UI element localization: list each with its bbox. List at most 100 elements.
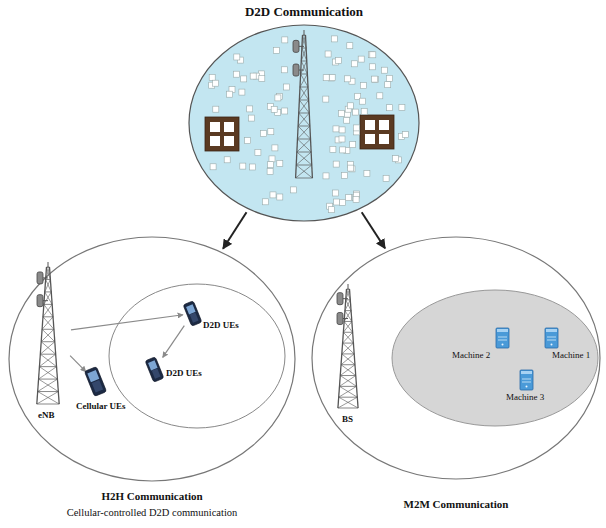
phone-body (84, 367, 106, 397)
tower-brace (37, 404, 59, 405)
node-label: Machine 1 (552, 350, 590, 361)
tower-brace (345, 310, 351, 311)
tower-brace (37, 392, 59, 404)
region-ellipse: M2M CommunicationBSMachine 2Machine 1Mac… (311, 236, 601, 480)
phone-icon (148, 358, 161, 381)
building (360, 115, 394, 149)
tower-brace (38, 391, 59, 392)
device-square (334, 199, 340, 205)
region-ellipse: D2D Communication (188, 24, 420, 222)
tower-brace (39, 367, 57, 379)
device-square (358, 56, 364, 62)
server-slot (498, 340, 507, 341)
caption: M2M Communication (311, 498, 601, 511)
device-square (387, 75, 393, 81)
device-square (284, 84, 290, 90)
tower-brace (45, 291, 52, 292)
device-square (353, 109, 359, 115)
antenna-arm (343, 318, 348, 319)
antenna (37, 295, 43, 307)
window (210, 136, 220, 146)
device-square (323, 173, 329, 179)
machine: Machine 3 (506, 370, 545, 403)
device-square (281, 67, 287, 73)
phone-keypad (92, 380, 103, 393)
tower-brace (347, 289, 350, 290)
tower-brace (45, 279, 51, 291)
tower-brace (39, 379, 59, 391)
tower-brace (340, 365, 355, 376)
device-square (234, 54, 240, 60)
device-square (241, 76, 247, 82)
device-square (339, 110, 345, 116)
tower-brace (40, 354, 55, 355)
tower-brace (342, 354, 355, 365)
device-square (272, 145, 278, 151)
phone-body (145, 357, 164, 382)
tower-brace (300, 87, 308, 88)
device-square (267, 168, 273, 174)
tower-brace (44, 292, 51, 304)
tower-brace (39, 379, 58, 380)
tower-brace (40, 342, 54, 354)
machine: Machine 2 (452, 328, 509, 361)
device-square (250, 73, 256, 79)
tower-brace (301, 61, 307, 62)
device-square (360, 98, 366, 104)
antenna (37, 272, 43, 284)
tower-brace (338, 397, 357, 408)
tower-icon (28, 262, 68, 404)
server-slot (547, 340, 556, 341)
tower-brace (299, 113, 310, 114)
device-square (339, 136, 345, 142)
server-slot (498, 337, 507, 338)
device-square (393, 156, 399, 162)
device-square (331, 36, 337, 42)
device-square (335, 57, 341, 63)
tower-brace (340, 376, 356, 387)
device-square (282, 37, 288, 43)
tower-brace (338, 408, 358, 409)
node-label: Machine 3 (506, 392, 544, 403)
tower-brace (38, 379, 58, 391)
device-square (402, 132, 408, 138)
region-outline (9, 237, 295, 481)
server-led (502, 343, 504, 345)
server-body (496, 328, 509, 348)
window (210, 122, 220, 132)
server-icon (520, 370, 533, 390)
device-square (333, 190, 339, 196)
device-square (350, 142, 356, 148)
server-top (521, 371, 532, 374)
tower-brace (340, 375, 355, 376)
device-square (323, 75, 329, 81)
server-led (526, 385, 528, 387)
device-square (360, 83, 366, 89)
node-label: Cellular UEs (76, 401, 126, 412)
tower-brace (343, 332, 352, 333)
tower-brace (339, 386, 357, 397)
device-square (342, 172, 348, 178)
region-outline (189, 25, 419, 221)
antenna (337, 293, 343, 305)
tower-brace (339, 386, 357, 397)
device-square (369, 64, 375, 70)
server-top (497, 329, 508, 332)
device-square (224, 157, 230, 163)
device-square (339, 127, 345, 133)
node-label: D2D UEs (203, 320, 239, 331)
device-square (261, 131, 267, 137)
device-square (385, 82, 391, 88)
device-square (270, 192, 276, 198)
window (379, 134, 389, 144)
antenna (293, 40, 299, 52)
tower-brace (345, 311, 352, 322)
device-square (323, 96, 329, 102)
device-square (275, 95, 281, 101)
device-square (372, 77, 378, 83)
tower-brace (339, 386, 356, 387)
tower-brace (345, 300, 350, 311)
tower-brace (42, 329, 55, 341)
device-square (353, 125, 359, 131)
